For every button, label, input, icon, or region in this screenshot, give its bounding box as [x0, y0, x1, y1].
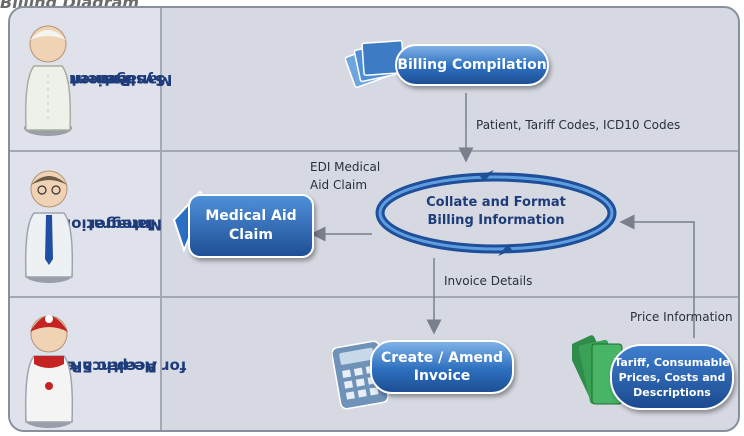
arrow-price-to-collate [619, 214, 695, 338]
lane-divider [10, 296, 738, 298]
diagram-frame: Patient Management System Integration Ma… [8, 6, 740, 432]
nurse-figure-icon [24, 25, 72, 136]
collate-cycle-icon [375, 170, 617, 256]
billing-compilation-node: Billing Compilation [395, 44, 549, 86]
manager-figure-icon [24, 170, 74, 283]
patient-codes-label: Patient, Tariff Codes, ICD10 Codes [476, 118, 681, 132]
edi-claim-label: EDI Medical Aid Claim [310, 160, 381, 192]
doctor-figure-icon [24, 315, 74, 428]
lane-divider [10, 150, 738, 152]
documents-icon [345, 40, 405, 88]
price-information-label: Price Information [630, 310, 733, 324]
collate-format-node: Collate and Format Billing Information [426, 195, 566, 228]
flow-connectors [310, 93, 695, 338]
invoice-details-label: Invoice Details [444, 274, 533, 288]
create-amend-invoice-node: Create / Amend Invoice [370, 340, 514, 394]
tariff-prices-node: Tariff, Consumable Prices, Costs and Des… [610, 344, 734, 410]
medical-aid-claim-node: Medical Aid Claim [188, 194, 314, 258]
